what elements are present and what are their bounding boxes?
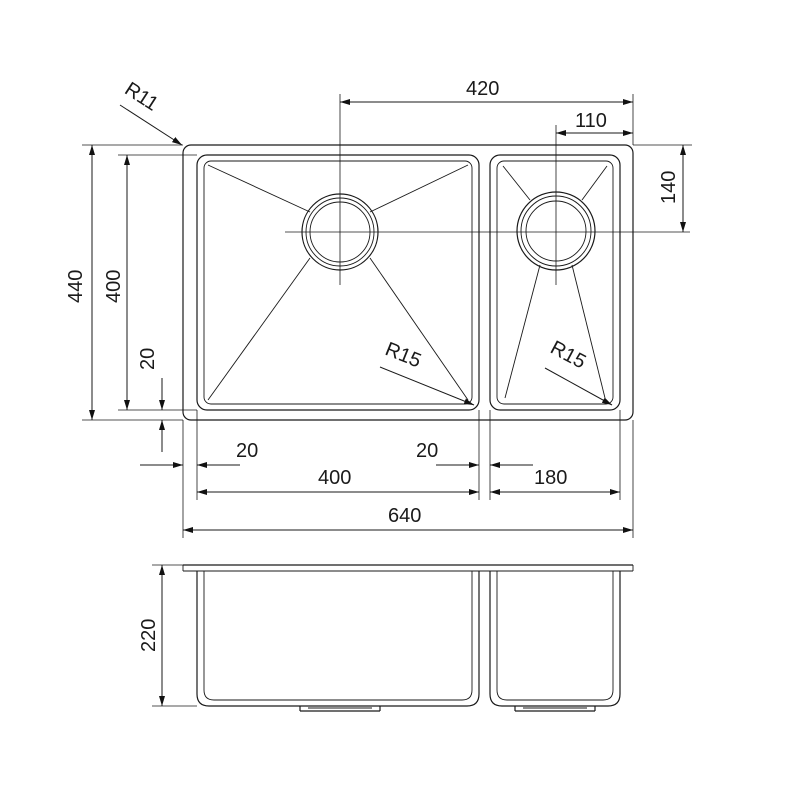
dimension-small-drain-depth: 140 [633,144,692,232]
dim-overall-width-label: 640 [388,505,421,527]
dim-bowl-depth-label: 400 [103,270,125,303]
dim-small-bowl-width-label: 180 [534,467,567,489]
small-bowl [489,154,621,411]
dimension-large-bowl-width: 400 [197,467,479,495]
corner-radius-callout: R11 [119,78,183,146]
side-large-bowl-profile [196,571,480,707]
dimension-bowl-height: 220 [138,564,197,707]
bowl-radius-label-right: R15 [547,337,590,374]
dim-rim-margin-vertical-label: 20 [137,348,159,370]
side-small-bowl-profile [489,571,621,707]
dim-divider-width-label: 20 [416,440,438,462]
bowl-radius-label-left: R15 [382,338,424,372]
width-extension-lines [182,410,634,538]
side-large-drain-icon [299,706,381,712]
side-small-drain-icon [514,706,596,712]
dimension-rim-margin-vertical: 20 [137,348,165,452]
dimension-overall-width: 640 [183,505,633,533]
dim-rim-margin-left-label: 20 [236,440,258,462]
dim-overall-depth-label: 440 [65,270,87,303]
bowl-radius-callout-right: R15 [544,337,613,406]
side-view: 220 [138,564,634,712]
dimension-drain-spacing: 420 [340,78,634,145]
dim-small-drain-depth-label: 140 [658,171,680,204]
dimension-overall-depth: 440 [65,144,183,421]
bowl-radius-callout-left: R15 [379,338,475,406]
dimension-small-bowl-width: 180 [490,467,620,495]
dim-small-drain-offset-label: 110 [575,110,607,132]
dim-large-bowl-width-label: 400 [318,467,351,489]
corner-radius-label: R11 [121,78,163,116]
sink-outer-rim [182,144,634,421]
dimension-small-drain-offset: 110 [556,110,633,136]
center-lines [285,94,690,285]
dim-bowl-height-label: 220 [138,619,160,652]
dimension-rim-margin-left: 20 [140,440,258,468]
dim-drain-spacing-label: 420 [466,78,499,100]
dimension-bowl-depth: 400 [103,154,197,411]
top-view: R11 R15 R15 420 110 140 [65,78,692,538]
large-bowl [196,154,480,411]
dimension-divider-width: 20 [416,440,533,468]
